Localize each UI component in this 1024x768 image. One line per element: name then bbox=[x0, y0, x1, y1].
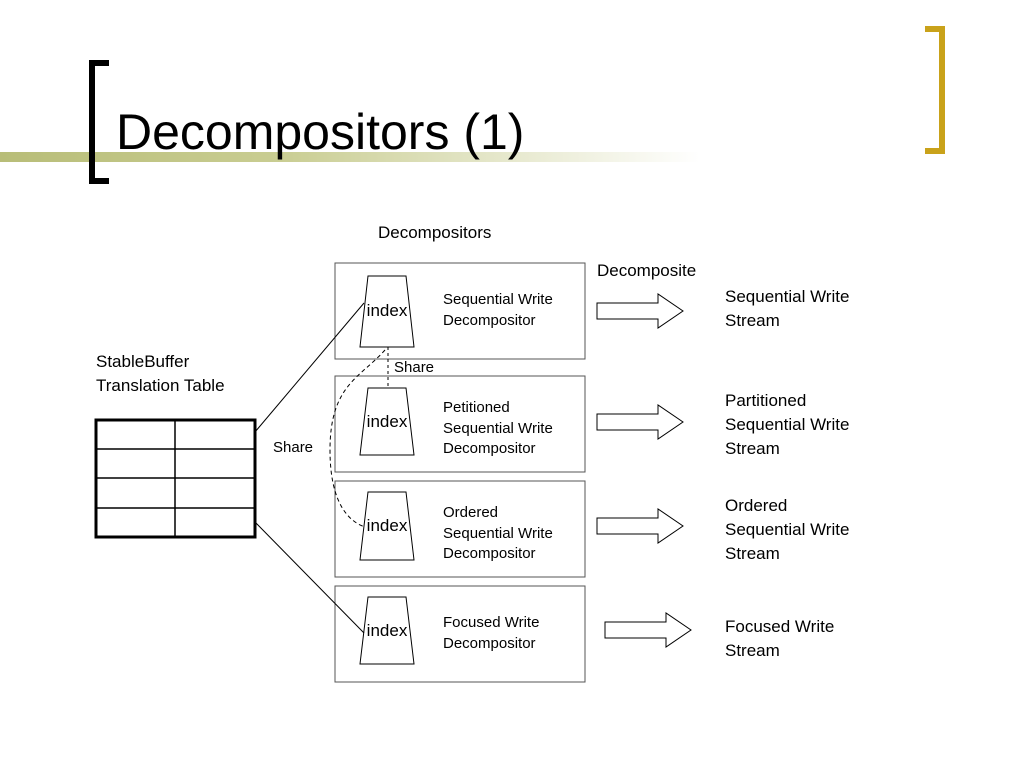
link-line-top bbox=[254, 302, 365, 433]
decompositors-group-label: Decompositors bbox=[378, 223, 492, 242]
decompositor-box-4 bbox=[334, 585, 586, 683]
index-trapezoid-3 bbox=[359, 491, 415, 561]
stream-line: Sequential Write bbox=[725, 520, 850, 539]
index-label-4: index bbox=[366, 621, 408, 640]
table-label-line1: StableBuffer bbox=[96, 352, 190, 371]
table-label-line2: Translation Table bbox=[96, 376, 225, 395]
share-label-curve: Share bbox=[273, 439, 314, 456]
index-label-2: index bbox=[366, 412, 408, 431]
link-line-bottom bbox=[254, 521, 365, 634]
index-trapezoid-2 bbox=[359, 387, 415, 456]
index-trapezoid-1 bbox=[359, 275, 415, 348]
name-line: Decompositor bbox=[443, 440, 536, 457]
decomposite-arrow-1 bbox=[596, 293, 684, 329]
name-line: Sequential Write bbox=[443, 524, 553, 542]
name-line: Sequential Write bbox=[443, 291, 553, 308]
name-line: Decompositor bbox=[443, 545, 536, 562]
stream-label-4: Focused Write Stream bbox=[725, 615, 834, 663]
stream-label-3: Ordered Sequential Write Stream bbox=[725, 494, 849, 566]
index-label-1: index bbox=[366, 301, 408, 320]
decompositor-name-2: Petitioned Sequential Write Decompositor bbox=[443, 398, 553, 460]
decomposite-arrow-2 bbox=[596, 404, 684, 440]
name-line: Ordered bbox=[443, 504, 499, 521]
decompositor-box-1 bbox=[334, 262, 586, 360]
share-label-vertical: Share bbox=[394, 359, 435, 376]
stream-label-1: Sequential Write Stream bbox=[725, 285, 849, 333]
stream-label-2: Partitioned Sequential Write Stream bbox=[725, 389, 849, 461]
decompositor-name-3: Ordered Sequential Write Decompositor bbox=[443, 503, 553, 565]
name-line: Petitioned bbox=[443, 399, 510, 416]
index-trapezoid-4 bbox=[359, 596, 415, 665]
right-bracket-decoration bbox=[925, 26, 945, 154]
slide-title: Decompositors (1) bbox=[116, 104, 525, 160]
decompositor-box-2 bbox=[334, 375, 586, 473]
stream-line: Stream bbox=[725, 311, 780, 330]
stream-line: Sequential Write bbox=[725, 287, 850, 306]
decomposite-arrow-3 bbox=[596, 508, 684, 544]
stream-line: Stream bbox=[725, 439, 780, 458]
decomposite-arrow-4 bbox=[604, 612, 692, 648]
name-line: Decompositor bbox=[443, 311, 536, 329]
name-line: Focused Write bbox=[443, 614, 540, 631]
decompositor-box-3 bbox=[334, 480, 586, 578]
share-dashed-curve bbox=[329, 349, 386, 528]
title-underline-bar bbox=[0, 152, 700, 162]
name-line: Decompositor bbox=[443, 634, 536, 652]
decomposite-label: Decomposite bbox=[597, 261, 697, 280]
stream-line: Ordered bbox=[725, 496, 788, 515]
index-label-3: index bbox=[366, 516, 408, 535]
stream-line: Sequential Write bbox=[725, 415, 850, 434]
decompositor-name-1: Sequential Write Decompositor bbox=[443, 290, 553, 331]
stream-line: Partitioned bbox=[725, 391, 807, 410]
stream-line: Stream bbox=[725, 641, 780, 660]
name-line: Sequential Write bbox=[443, 419, 553, 437]
stream-line: Focused Write bbox=[725, 617, 835, 636]
stream-line: Stream bbox=[725, 544, 780, 563]
decompositor-name-4: Focused Write Decompositor bbox=[443, 613, 539, 654]
left-bracket-decoration bbox=[89, 60, 109, 184]
